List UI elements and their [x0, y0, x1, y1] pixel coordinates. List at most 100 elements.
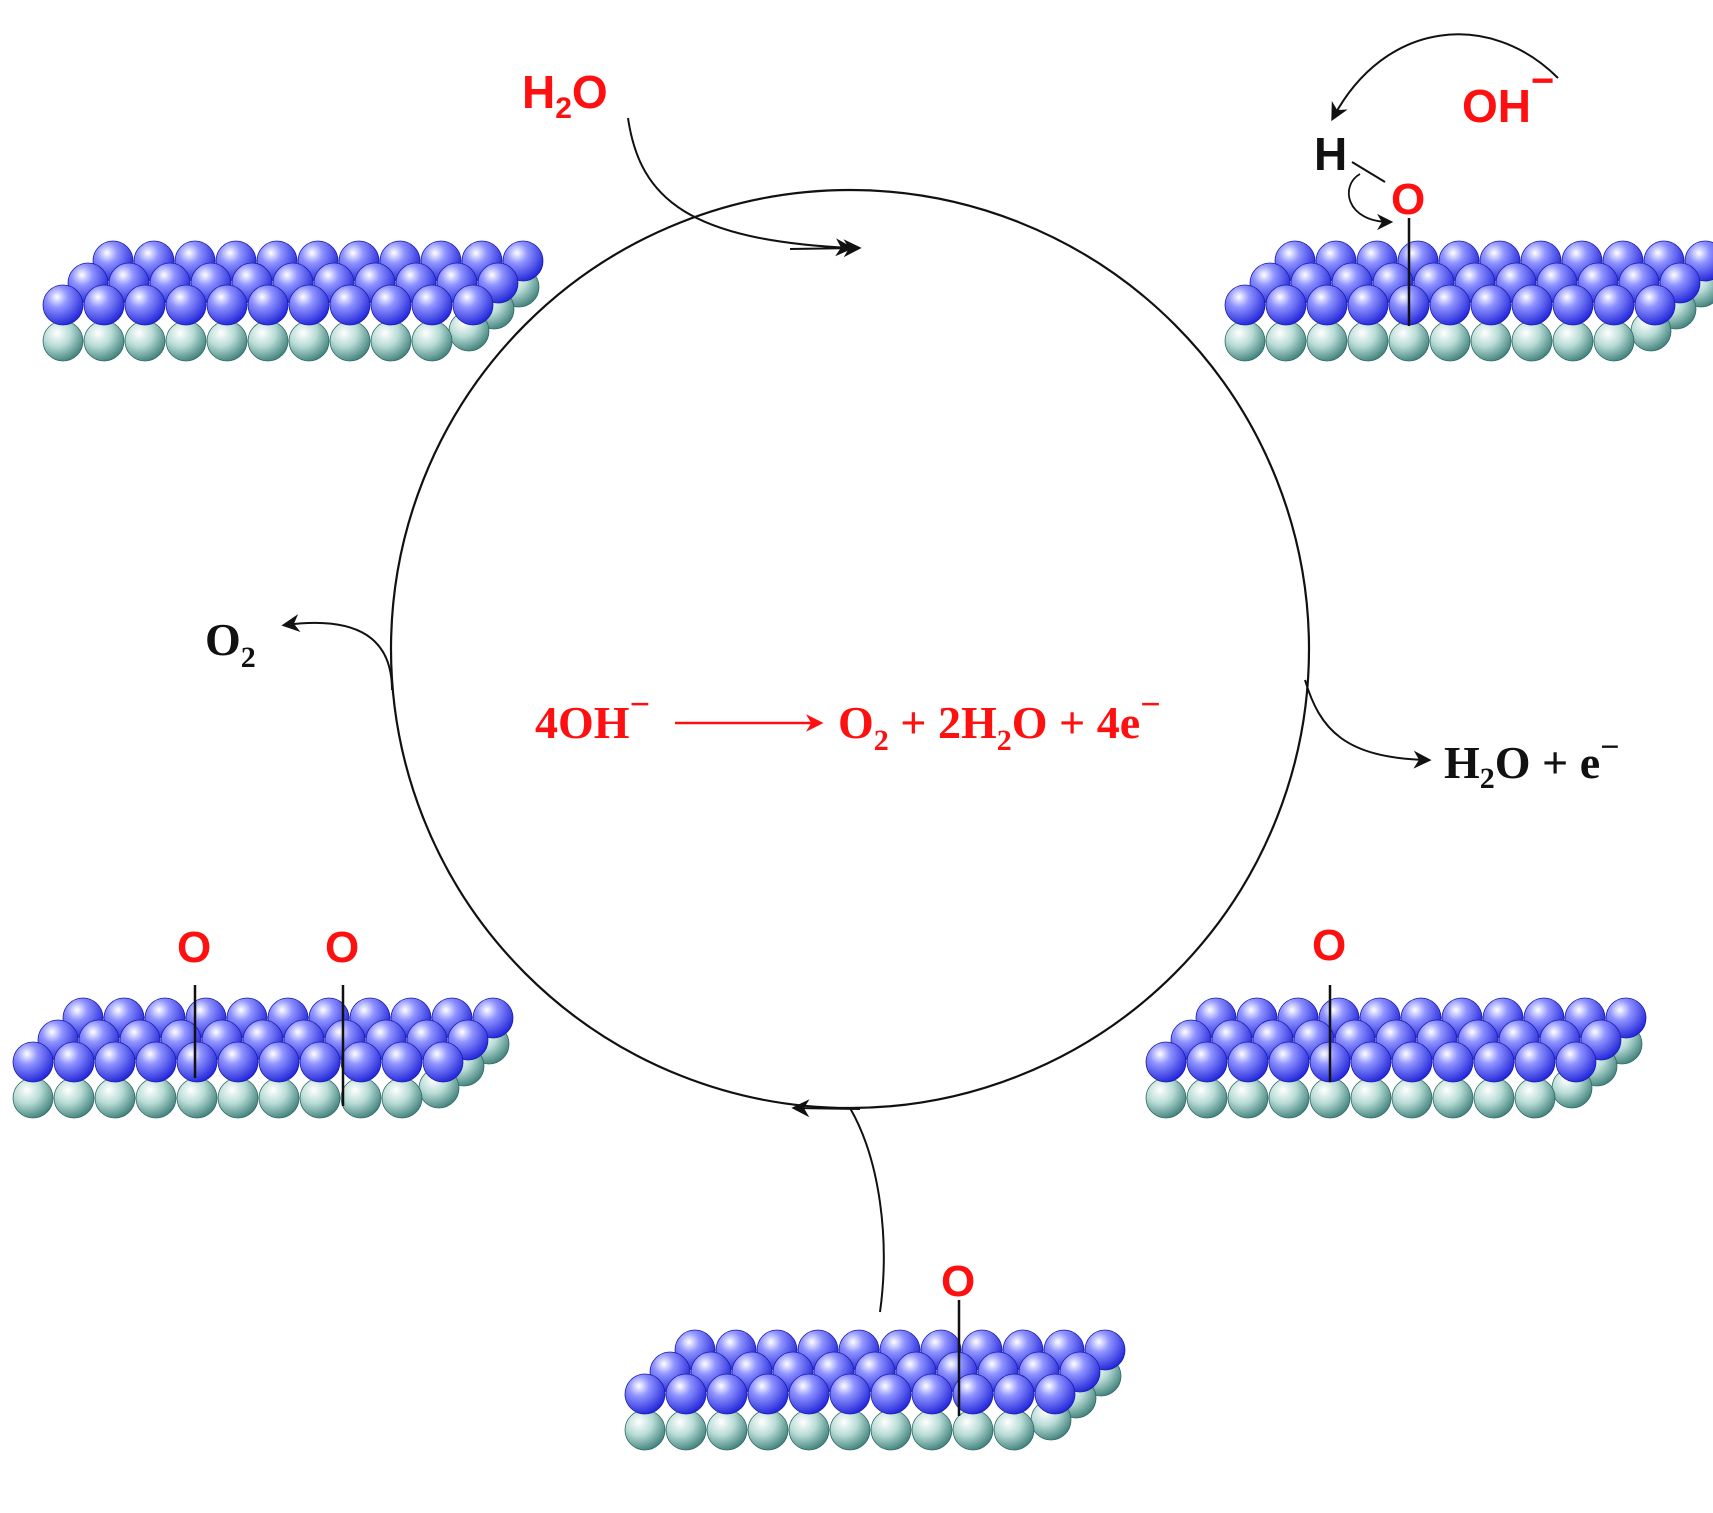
- blue-sphere: [124, 284, 166, 326]
- o-state-5b-label: O: [325, 923, 359, 972]
- blue-sphere: [381, 1041, 423, 1083]
- teal-sphere: [83, 320, 125, 362]
- blue-sphere: [1634, 284, 1676, 326]
- blue-sphere: [1511, 284, 1553, 326]
- blue-sphere: [665, 1373, 707, 1415]
- o-state-3-label: O: [1312, 921, 1346, 970]
- teal-sphere: [217, 1077, 259, 1119]
- overall-equation: 4OH− O2 + 2H2O + 4e−: [535, 684, 1161, 757]
- catalyst-surface-o-adsorbed-a: [1145, 997, 1647, 1119]
- blue-sphere: [411, 284, 453, 326]
- teal-sphere: [993, 1409, 1035, 1451]
- blue-sphere: [1593, 284, 1635, 326]
- adsorbed-o-label: O: [1391, 175, 1425, 224]
- catalyst-surface-two-o-adsorbed: [12, 997, 514, 1119]
- teal-sphere: [258, 1077, 300, 1119]
- blue-sphere: [53, 1041, 95, 1083]
- blue-sphere: [952, 1373, 994, 1415]
- blue-sphere: [370, 284, 412, 326]
- blue-sphere: [1034, 1373, 1076, 1415]
- teal-sphere: [1227, 1077, 1269, 1119]
- teal-sphere: [829, 1409, 871, 1451]
- blue-sphere: [329, 284, 371, 326]
- blue-sphere: [217, 1041, 259, 1083]
- bond-h-o: [1351, 161, 1386, 183]
- teal-sphere: [1265, 320, 1307, 362]
- teal-sphere: [411, 320, 453, 362]
- blue-sphere: [1432, 1041, 1474, 1083]
- teal-sphere: [1473, 1077, 1515, 1119]
- blue-sphere: [1555, 1041, 1597, 1083]
- water-in-label: H2O: [522, 66, 608, 125]
- blue-sphere: [83, 284, 125, 326]
- blue-sphere: [706, 1373, 748, 1415]
- teal-sphere: [1388, 320, 1430, 362]
- teal-sphere: [206, 320, 248, 362]
- teal-sphere: [788, 1409, 830, 1451]
- catalytic-cycle-circle: [389, 188, 1311, 1110]
- teal-sphere: [1347, 320, 1389, 362]
- teal-sphere: [1552, 320, 1594, 362]
- o-state-4-label: O: [941, 1257, 975, 1306]
- blue-sphere: [1514, 1041, 1556, 1083]
- oxygen-release-arrow: [281, 614, 393, 691]
- water-in-arrow: [627, 117, 854, 257]
- blue-sphere: [452, 284, 494, 326]
- blue-sphere: [288, 284, 330, 326]
- blue-sphere: [1186, 1041, 1228, 1083]
- teal-sphere: [1432, 1077, 1474, 1119]
- blue-sphere: [299, 1041, 341, 1083]
- teal-sphere: [12, 1077, 54, 1119]
- teal-sphere: [1593, 320, 1635, 362]
- blue-sphere: [1145, 1041, 1187, 1083]
- hydroxide-attack-arrow: [1331, 33, 1559, 122]
- teal-sphere: [1186, 1077, 1228, 1119]
- blue-sphere: [788, 1373, 830, 1415]
- blue-sphere: [247, 284, 289, 326]
- bond-cleavage-arrow: [1347, 173, 1394, 231]
- blue-sphere: [1224, 284, 1266, 326]
- teal-sphere: [1268, 1077, 1310, 1119]
- adsorbed-h-label: H: [1314, 128, 1347, 180]
- teal-sphere: [1391, 1077, 1433, 1119]
- blue-sphere: [829, 1373, 871, 1415]
- blue-sphere: [176, 1041, 218, 1083]
- o-state-5a-label: O: [177, 923, 211, 972]
- teal-sphere: [747, 1409, 789, 1451]
- blue-sphere: [1350, 1041, 1392, 1083]
- blue-sphere: [1470, 284, 1512, 326]
- blue-sphere: [1227, 1041, 1269, 1083]
- blue-sphere: [1265, 284, 1307, 326]
- blue-sphere: [206, 284, 248, 326]
- blue-sphere: [870, 1373, 912, 1415]
- teal-sphere: [381, 1077, 423, 1119]
- blue-sphere: [747, 1373, 789, 1415]
- blue-sphere: [1306, 284, 1348, 326]
- teal-sphere: [1511, 320, 1553, 362]
- blue-sphere: [165, 284, 207, 326]
- teal-sphere: [1429, 320, 1471, 362]
- water-out-arrow: [1304, 679, 1432, 769]
- teal-sphere: [94, 1077, 136, 1119]
- teal-sphere: [1309, 1077, 1351, 1119]
- teal-sphere: [1145, 1077, 1187, 1119]
- blue-sphere: [94, 1041, 136, 1083]
- teal-sphere: [870, 1409, 912, 1451]
- teal-sphere: [1224, 320, 1266, 362]
- blue-sphere: [258, 1041, 300, 1083]
- teal-sphere: [340, 1077, 382, 1119]
- teal-sphere: [299, 1077, 341, 1119]
- equation-right: O2 + 2H2O + 4e−: [838, 684, 1161, 757]
- blue-sphere: [1429, 284, 1471, 326]
- cycle-arrow-bottom: [791, 1099, 861, 1118]
- oxygen-out-label: O2: [205, 614, 256, 674]
- teal-sphere: [165, 320, 207, 362]
- catalyst-surface-oh-adsorbed: [1224, 240, 1713, 362]
- blue-sphere: [340, 1041, 382, 1083]
- teal-sphere: [706, 1409, 748, 1451]
- teal-sphere: [53, 1077, 95, 1119]
- catalyst-surface-bare: [42, 240, 544, 362]
- teal-sphere: [247, 320, 289, 362]
- blue-sphere: [135, 1041, 177, 1083]
